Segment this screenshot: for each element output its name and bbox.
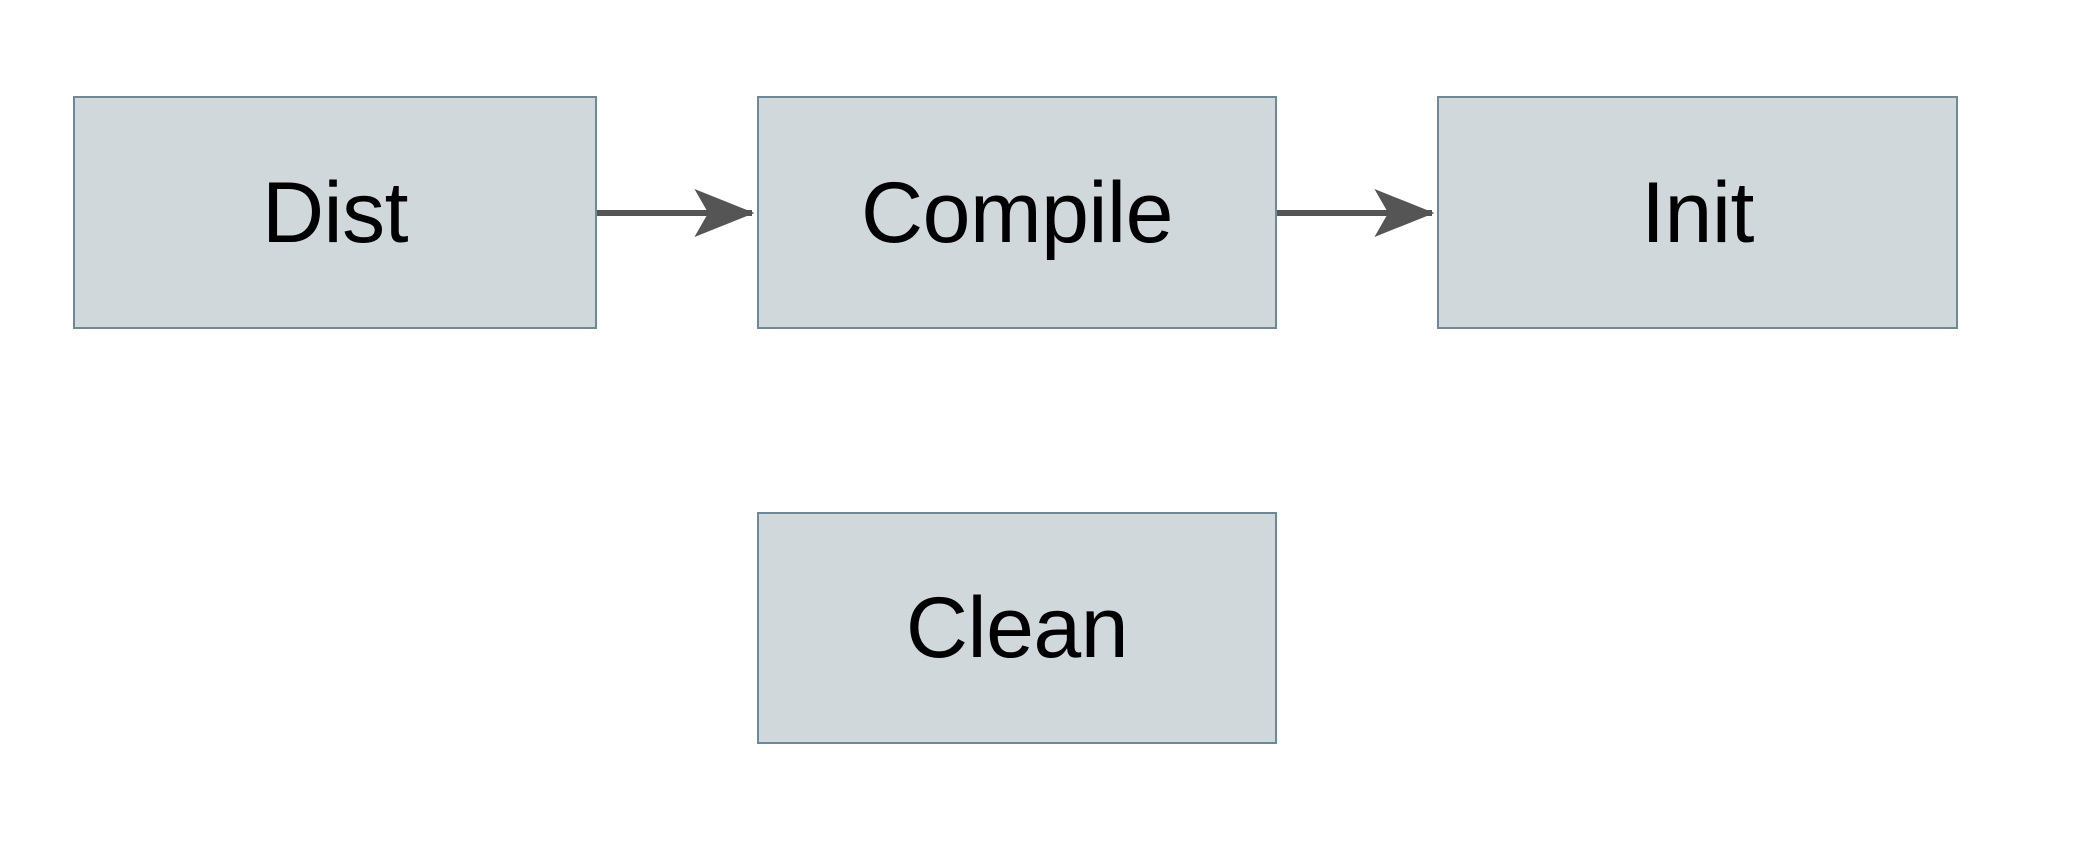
node-clean-label: Clean: [905, 580, 1129, 676]
node-compile[interactable]: Compile: [757, 96, 1277, 329]
node-compile-label: Compile: [861, 164, 1173, 261]
node-dist-label: Dist: [261, 164, 409, 261]
node-dist[interactable]: Dist: [73, 96, 597, 329]
node-clean[interactable]: Clean: [757, 512, 1277, 744]
node-init[interactable]: Init: [1437, 96, 1958, 329]
node-init-label: Init: [1641, 164, 1754, 261]
